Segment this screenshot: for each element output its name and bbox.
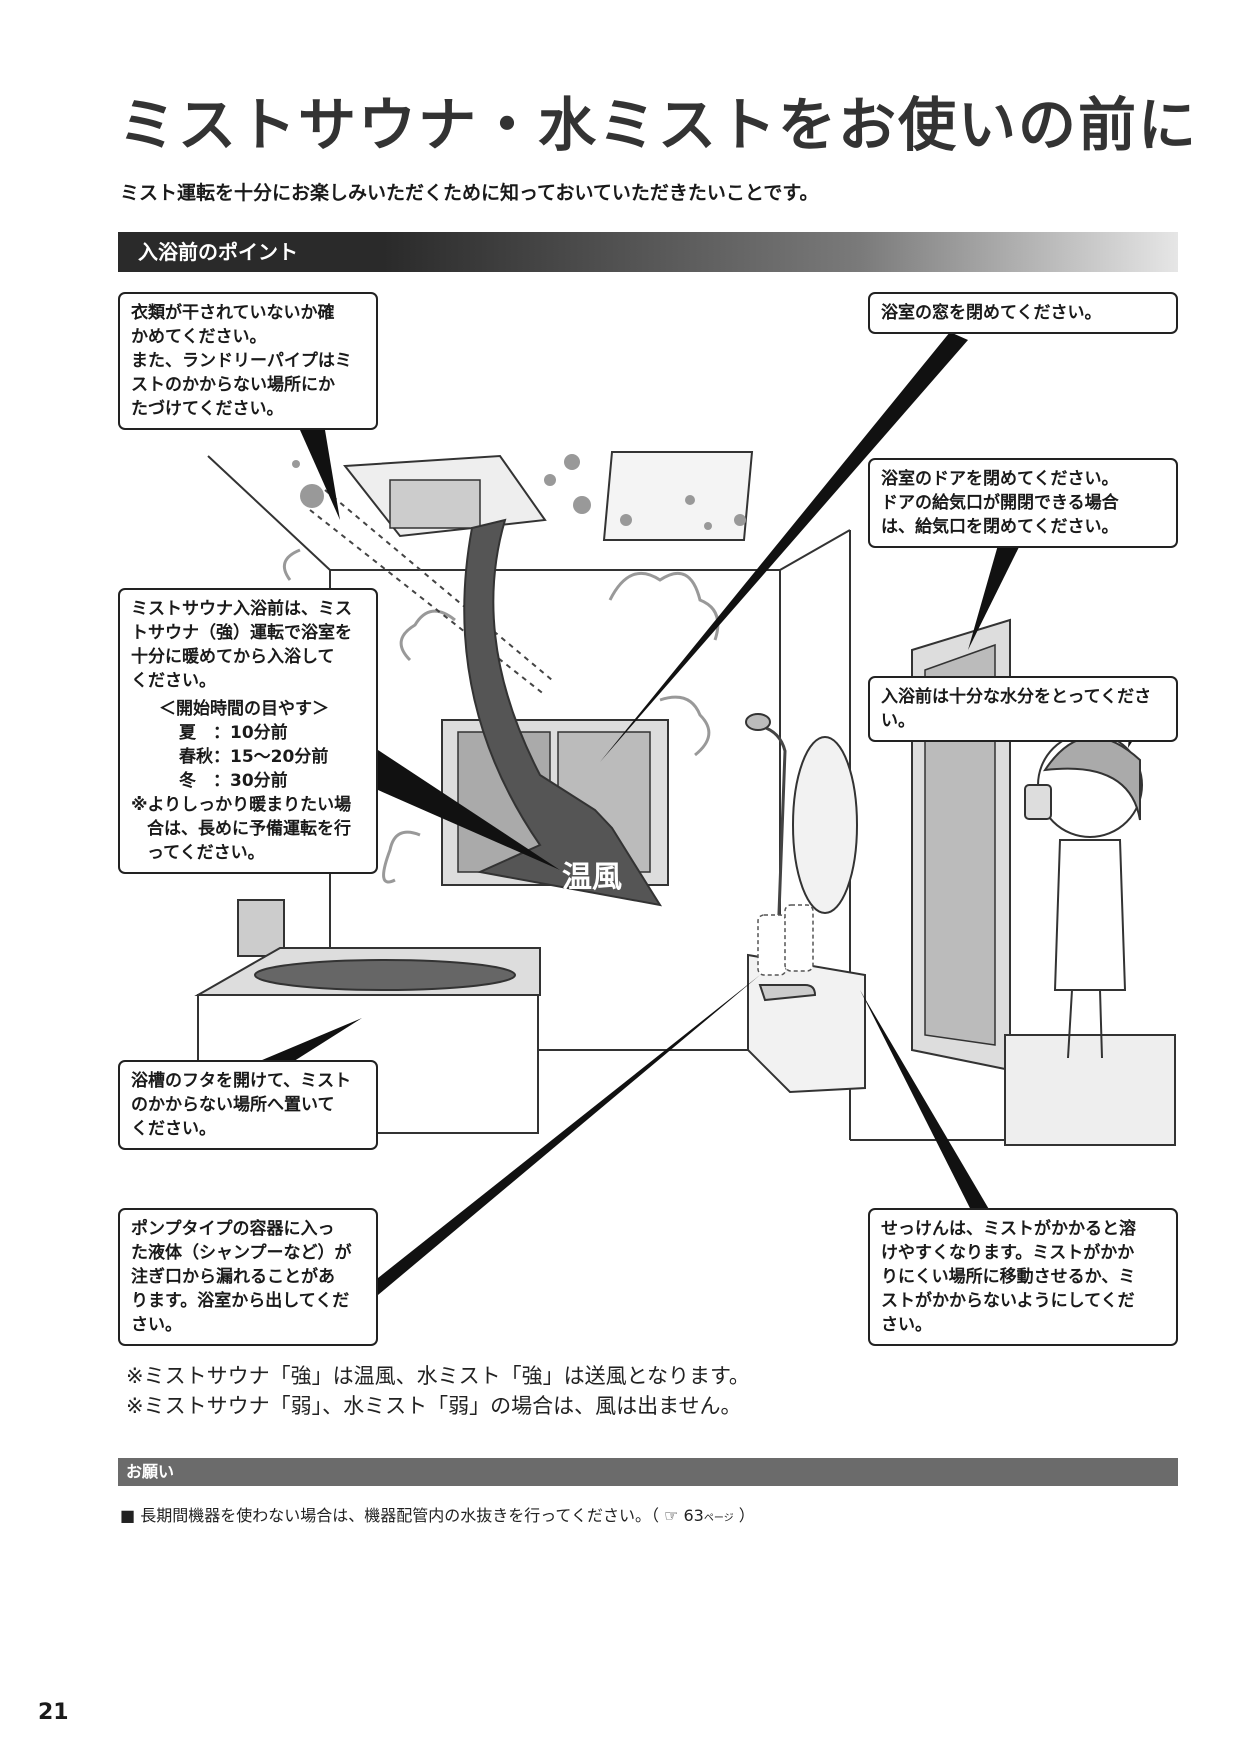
callout-clothes: 衣類が干されていないか確 かめてください。 また、ランドリーパイプはミ ストのか… — [118, 292, 378, 430]
schedule-spring-autumn: 春秋：15〜20分前 — [179, 747, 329, 767]
callout-soap: せっけんは、ミストがかかると溶 けやすくなります。ミストがかか りにくい場所に移… — [868, 1208, 1178, 1346]
callout-tub-lid: 浴槽のフタを開けて、ミスト のかからない場所へ置いて ください。 — [118, 1060, 378, 1150]
callout-window: 浴室の窓を閉めてください。 — [868, 292, 1178, 334]
callout-preheat: ミストサウナ入浴前は、ミス トサウナ（強）運転で浴室を 十分に暖めてから入浴して… — [118, 588, 378, 874]
page-number: 21 — [38, 1700, 69, 1725]
schedule-winter: 冬 ：30分前 — [179, 771, 288, 791]
bullet-marker: ■ — [120, 1506, 136, 1525]
schedule-heading: ＜開始時間の目やす＞ — [159, 699, 329, 719]
page-subtitle: ミスト運転を十分にお楽しみいただくために知っておいていただきたいことです。 — [120, 182, 819, 204]
bullet-text: 長期間機器を使わない場合は、機器配管内の水抜きを行ってください。（ — [140, 1506, 659, 1525]
warm-air-label: 温風 — [562, 860, 622, 895]
callout-water-intake: 入浴前は十分な水分をとってください。 — [868, 676, 1178, 742]
page-reference[interactable]: 63ページ — [683, 1506, 734, 1525]
person-drinking-water — [1024, 732, 1143, 1059]
schedule-summer: 夏 ：10分前 — [179, 723, 288, 743]
callout-pump-containers: ポンプタイプの容器に入っ た液体（シャンプーなど）が 注ぎ口から漏れることがあ … — [118, 1208, 378, 1346]
page-title: ミストサウナ・水ミストをお使いの前に — [118, 91, 1199, 159]
warm-air-arrow — [463, 518, 663, 907]
page-reference-icon: ☞ — [664, 1506, 679, 1525]
note-weak-mode: ※ミストサウナ「弱」、水ミスト「弱」の場合は、風は出ません。 — [126, 1394, 742, 1418]
onegai-header: お願い — [118, 1458, 1178, 1486]
preheat-schedule: ＜開始時間の目やす＞ 夏 ：10分前 春秋：15〜20分前 冬 ：30分前 ※よ… — [131, 697, 365, 865]
section-header: 入浴前のポイント — [118, 232, 1178, 272]
note-strong-mode: ※ミストサウナ「強」は温風、水ミスト「強」は送風となります。 — [126, 1364, 750, 1388]
callout-door: 浴室のドアを閉めてください。 ドアの給気口が開閉できる場合 は、給気口を閉めてく… — [868, 458, 1178, 548]
ceiling-fan-unit — [343, 454, 547, 538]
onegai-bullet: ■ 長期間機器を使わない場合は、機器配管内の水抜きを行ってください。（ ☞ 63… — [120, 1506, 755, 1525]
